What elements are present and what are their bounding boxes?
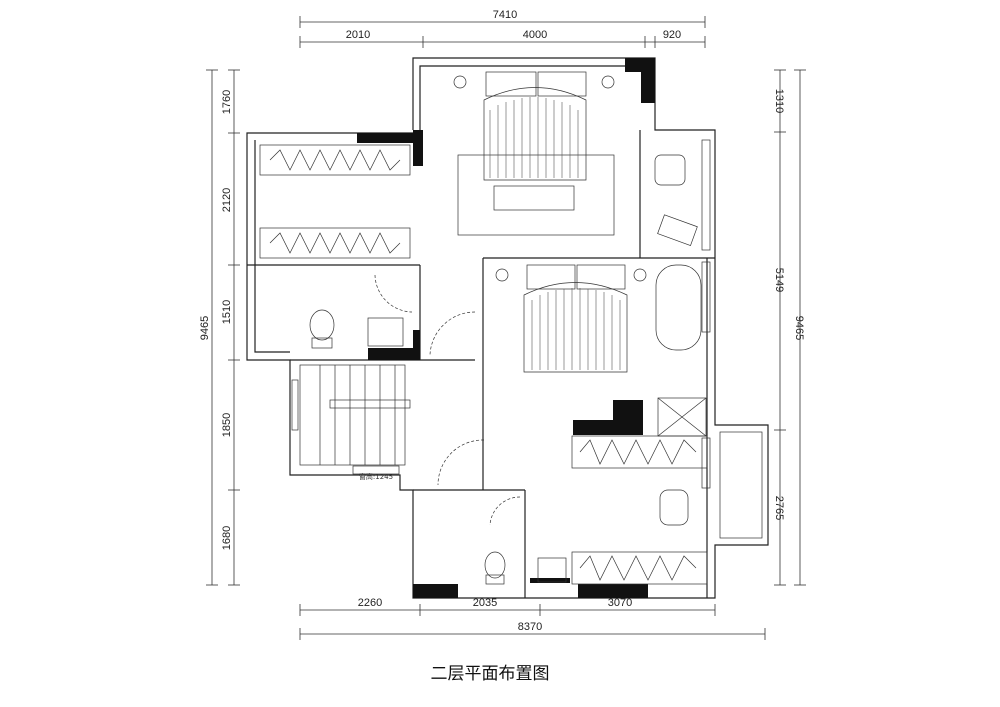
dim-left-1: 1760 bbox=[221, 90, 233, 114]
stairs bbox=[291, 364, 411, 475]
dim-right-total: 9465 bbox=[793, 316, 805, 340]
dim-left-total: 9465 bbox=[199, 316, 211, 340]
dim-left-3: 1510 bbox=[221, 300, 233, 324]
dim-left-4: 1850 bbox=[221, 413, 233, 437]
walls bbox=[246, 57, 769, 599]
dim-bottom-2: 2035 bbox=[473, 597, 497, 609]
dimension-lines bbox=[206, 16, 806, 640]
dim-bottom-total: 8370 bbox=[518, 621, 542, 633]
bed-upper bbox=[453, 71, 615, 236]
window-height-label: 窗高:1245 bbox=[359, 472, 393, 481]
dim-top-total: 7410 bbox=[493, 9, 517, 21]
wardrobes bbox=[259, 144, 708, 585]
dim-right-2: 5149 bbox=[773, 268, 785, 292]
dim-bottom-1: 2260 bbox=[358, 597, 382, 609]
dim-top-2: 4000 bbox=[523, 29, 547, 41]
dim-right-3: 2765 bbox=[773, 496, 785, 520]
doors bbox=[374, 274, 521, 526]
dim-left-5: 1680 bbox=[221, 526, 233, 550]
dim-top-3: 920 bbox=[663, 29, 681, 41]
bed-lower bbox=[495, 264, 647, 373]
dim-right-1: 1310 bbox=[773, 89, 785, 113]
drawing-title: 二层平面布置图 bbox=[431, 664, 550, 684]
dim-left-2: 2120 bbox=[221, 188, 233, 212]
fixtures bbox=[309, 139, 711, 585]
dim-bottom-3: 3070 bbox=[608, 597, 632, 609]
dim-top-1: 2010 bbox=[346, 29, 370, 41]
